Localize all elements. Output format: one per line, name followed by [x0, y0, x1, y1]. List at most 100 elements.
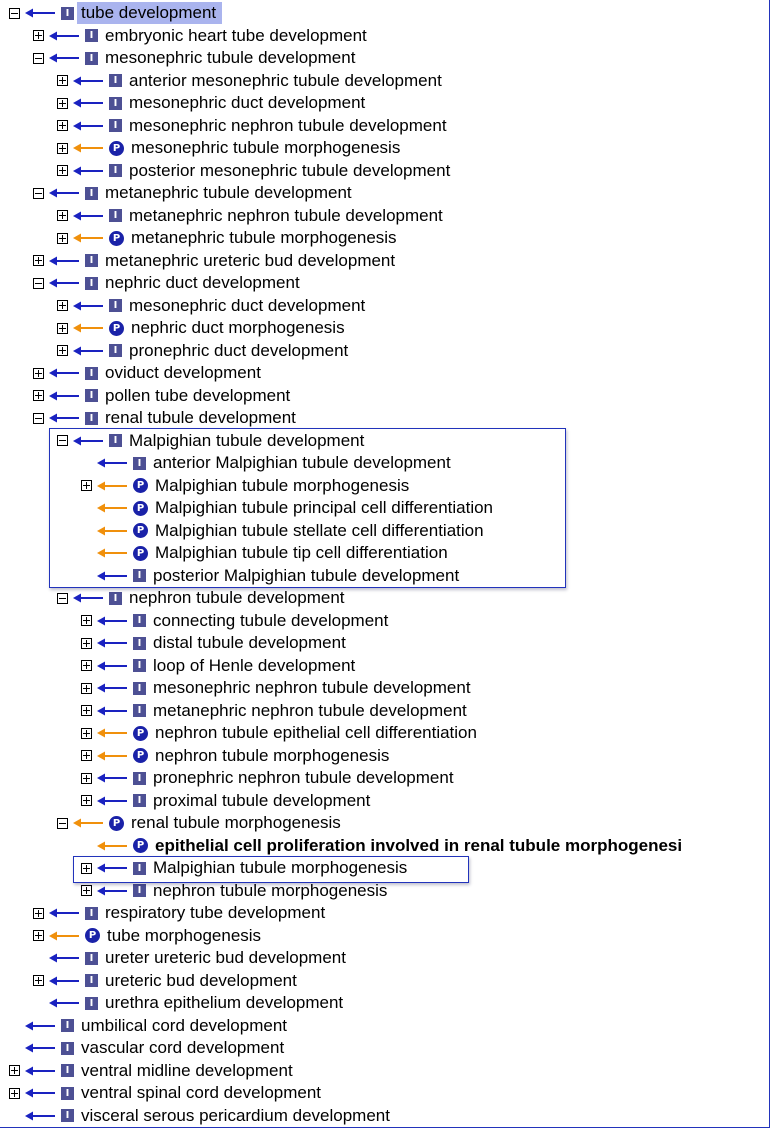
tree-node-label[interactable]: tube morphogenesis [107, 925, 262, 945]
expand-plus-icon[interactable] [81, 862, 92, 874]
tree-node-label[interactable]: metanephric nephron tubule development [129, 205, 443, 225]
collapse-minus-icon[interactable] [57, 435, 68, 446]
expand-plus-icon[interactable] [81, 682, 92, 694]
tree-node-label[interactable]: embryonic heart tube development [105, 25, 367, 45]
expand-plus-icon[interactable] [57, 97, 68, 109]
tree-node-label[interactable]: distal tubule development [153, 633, 346, 652]
tree-node-label[interactable]: Malpighian tubule morphogenesis [155, 475, 410, 495]
tree-node-label[interactable]: visceral serous pericardium development [81, 1105, 390, 1125]
collapse-minus-icon[interactable] [33, 412, 44, 424]
tree-node-label[interactable]: mesonephric duct development [129, 295, 366, 315]
tree-node-label[interactable]: loop of Henle development [153, 655, 356, 675]
tree-node-label[interactable]: ventral midline development [81, 1060, 293, 1080]
expand-plus-icon[interactable] [81, 885, 92, 896]
tree-node-label[interactable]: ureter ureteric bud development [105, 948, 346, 967]
tree-node-label[interactable]: nephron tubule morphogenesis [153, 880, 388, 900]
tree-node-label[interactable]: metanephric tubule morphogenesis [131, 228, 397, 247]
expand-plus-icon[interactable] [81, 637, 92, 649]
tree-node-label[interactable]: mesonephric nephron tubule development [129, 115, 447, 135]
expand-plus-icon[interactable] [57, 300, 68, 311]
collapse-minus-icon[interactable] [9, 7, 20, 19]
tree-node-label[interactable]: mesonephric duct development [129, 93, 366, 112]
tree-node-label[interactable]: mesonephric tubule development [105, 48, 356, 67]
tree-node-label[interactable]: anterior mesonephric tubule development [129, 70, 442, 90]
tree-node-label[interactable]: Malpighian tubule development [129, 430, 365, 450]
tree-node-label[interactable]: ventral spinal cord development [81, 1083, 322, 1102]
expand-plus-icon[interactable] [81, 615, 92, 626]
expand-plus-icon[interactable] [81, 480, 92, 491]
tree-node-label[interactable]: anterior Malpighian tubule development [153, 453, 451, 472]
collapse-minus-icon[interactable] [57, 592, 68, 604]
collapse-minus-icon[interactable] [33, 277, 44, 289]
tree-node-label[interactable]: pollen tube development [105, 385, 291, 405]
expand-plus-icon[interactable] [33, 255, 44, 266]
expand-plus-icon[interactable] [57, 142, 68, 154]
tree-node-label[interactable]: Malpighian tubule tip cell differentiati… [155, 543, 448, 562]
expand-plus-icon[interactable] [9, 1065, 20, 1076]
expand-plus-icon[interactable] [81, 660, 92, 671]
expand-plus-icon[interactable] [9, 1087, 20, 1099]
expand-plus-icon[interactable] [57, 165, 68, 176]
expand-plus-icon[interactable] [57, 322, 68, 334]
tree-node-label[interactable]: nephron tubule morphogenesis [155, 745, 390, 765]
tree-node-label[interactable]: proximal tubule development [153, 790, 371, 810]
tree-node-label[interactable]: metanephric ureteric bud development [105, 250, 396, 270]
expand-plus-icon[interactable] [81, 795, 92, 806]
expand-plus-icon[interactable] [57, 120, 68, 131]
tree-node-label[interactable]: Malpighian tubule morphogenesis [153, 858, 408, 877]
expand-plus-icon[interactable] [57, 232, 68, 244]
tree-node-label[interactable]: renal tubule morphogenesis [131, 813, 341, 832]
tree-node-label[interactable]: Malpighian tubule stellate cell differen… [155, 520, 484, 540]
tree-node-label[interactable]: mesonephric nephron tubule development [153, 678, 471, 697]
tree-node-label[interactable]: nephron tubule development [129, 588, 345, 607]
tree-node-label[interactable]: pronephric duct development [129, 340, 349, 360]
tree-node-label[interactable]: Malpighian tubule principal cell differe… [155, 498, 494, 517]
expand-plus-icon[interactable] [33, 907, 44, 919]
expand-plus-icon[interactable] [33, 390, 44, 401]
tree-node-label[interactable]: vascular cord development [81, 1038, 285, 1057]
tree-node-label[interactable]: connecting tubule development [153, 610, 389, 630]
tree-node-label[interactable]: posterior Malpighian tubule development [153, 565, 460, 585]
tree-node-label[interactable]: tube development [77, 2, 223, 24]
tree-node-label[interactable]: umbilical cord development [81, 1015, 287, 1035]
expand-plus-icon[interactable] [81, 727, 92, 739]
